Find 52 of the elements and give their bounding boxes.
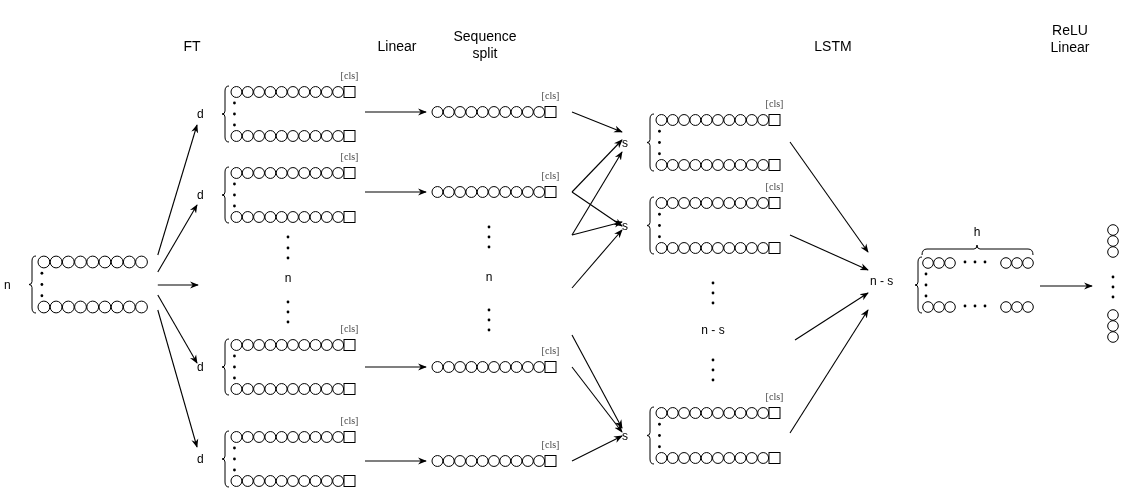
layer-title: Sequence split — [452, 28, 518, 62]
arrow — [157, 204, 198, 273]
arrow — [571, 139, 623, 193]
arrow — [571, 111, 623, 133]
arrow — [571, 220, 623, 236]
arrow — [571, 191, 623, 227]
cls-token-label: [cls] — [340, 416, 359, 426]
dimension-label: n — [284, 270, 292, 286]
dimension-label: d — [197, 361, 204, 373]
arrow — [571, 366, 623, 433]
arrow — [789, 234, 869, 271]
arrow — [157, 294, 198, 364]
arrow — [1039, 282, 1093, 290]
layer-title: Linear — [376, 38, 418, 55]
arrow — [364, 457, 427, 465]
arrow — [364, 108, 427, 116]
dimension-label: s — [622, 219, 628, 232]
arrow — [364, 188, 427, 196]
arrow — [157, 281, 199, 289]
arrow — [789, 309, 869, 434]
arrow — [571, 151, 623, 236]
dimension-label: h — [973, 226, 981, 238]
dimension-label: d — [197, 453, 204, 465]
layer-title: LSTM — [813, 38, 853, 55]
dimension-label: d — [197, 108, 204, 120]
dimension-label: d — [197, 189, 204, 201]
arrow — [571, 435, 623, 462]
layer-title: FT — [182, 38, 202, 55]
dimension-label: s — [622, 429, 628, 442]
cls-token-label: [cls] — [765, 99, 784, 109]
dimension-label: n — [485, 269, 493, 285]
cls-token-label: [cls] — [340, 324, 359, 334]
cls-token-label: [cls] — [541, 346, 560, 356]
cls-token-label: [cls] — [541, 91, 560, 101]
cls-token-label: [cls] — [541, 171, 560, 181]
dimension-label: n — [4, 278, 11, 291]
cls-token-label: [cls] — [340, 152, 359, 162]
dimension-label: s — [622, 136, 628, 149]
dimension-label: n - s — [701, 322, 725, 338]
cls-token-label: [cls] — [765, 392, 784, 402]
dimension-label: n - s — [870, 275, 894, 287]
arrow — [157, 124, 199, 256]
arrow — [157, 309, 199, 448]
layer-title: ReLU Linear — [1049, 22, 1091, 56]
cls-token-label: [cls] — [541, 440, 560, 450]
arrow — [571, 334, 623, 429]
arrow — [794, 292, 869, 341]
arrow — [571, 229, 623, 289]
cls-token-label: [cls] — [765, 182, 784, 192]
arrow — [364, 363, 427, 371]
arrow — [789, 141, 869, 253]
cls-token-label: [cls] — [340, 71, 359, 81]
